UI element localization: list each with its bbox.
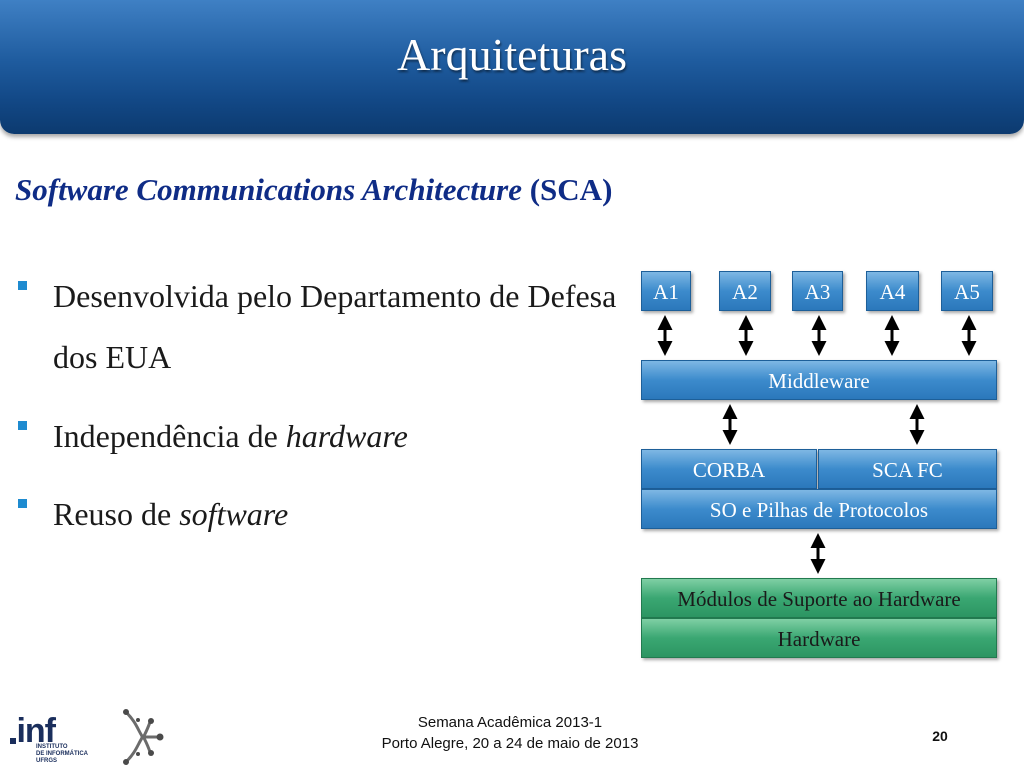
inf-logo: inf INSTITUTO DE INFORMÁTICA UFRGS xyxy=(8,712,88,766)
hardware-box: Hardware xyxy=(641,618,997,658)
inf-logo-subtext: INSTITUTO DE INFORMÁTICA UFRGS xyxy=(36,744,88,765)
bullet-item: Independência de hardware xyxy=(18,406,628,467)
inf-logo-line1: INSTITUTO xyxy=(36,744,68,750)
app-box-a1: A1 xyxy=(641,271,691,311)
bullet-item: Reuso de software xyxy=(18,484,628,545)
title-banner: Arquiteturas xyxy=(0,0,1024,134)
bullet-italic: hardware xyxy=(285,417,408,454)
bullet-text: Independência de xyxy=(53,417,286,454)
bullet-square-icon xyxy=(18,420,27,430)
middleware-box: Middleware xyxy=(641,360,997,400)
footer-event-info: Semana Acadêmica 2013-1 Porto Alegre, 20… xyxy=(330,712,690,754)
app-box-a2: A2 xyxy=(719,271,771,311)
inf-logo-text: inf xyxy=(8,712,56,750)
footer-line2: Porto Alegre, 20 a 24 de maio de 2013 xyxy=(381,735,639,752)
footer-line1: Semana Acadêmica 2013-1 xyxy=(417,714,603,731)
bullet-text: Desenvolvida pelo Departamento de Defesa… xyxy=(53,278,617,375)
sca-fc-box: SCA FC xyxy=(818,449,997,489)
app-box-a3: A3 xyxy=(792,271,843,311)
os-protocols-box: SO e Pilhas de Protocolos xyxy=(641,489,997,529)
bullet-square-icon xyxy=(18,499,27,509)
hardware-support-modules-box: Módulos de Suporte ao Hardware xyxy=(641,578,997,618)
inf-logo-dot xyxy=(10,738,16,744)
slide-subtitle: Software Communications Architecture (SC… xyxy=(15,172,612,208)
bullet-list: Desenvolvida pelo Departamento de Defesa… xyxy=(18,266,628,563)
app-box-a4: A4 xyxy=(866,271,919,311)
inf-logo-line2: DE INFORMÁTICA xyxy=(36,751,88,757)
page-number: 20 xyxy=(932,728,948,744)
bullet-italic: software xyxy=(179,496,289,533)
corba-box: CORBA xyxy=(641,449,817,489)
slide-title: Arquiteturas xyxy=(397,29,627,80)
event-logo-icon xyxy=(123,709,164,765)
inf-logo-line3: UFRGS xyxy=(36,758,57,764)
bullet-item: Desenvolvida pelo Departamento de Defesa… xyxy=(18,266,628,388)
app-box-a5: A5 xyxy=(941,271,993,311)
subtitle-italic: Software Communications Architecture xyxy=(15,172,522,207)
bullet-square-icon xyxy=(18,281,27,290)
bullet-text: Reuso de xyxy=(53,496,180,533)
subtitle-plain: (SCA) xyxy=(521,172,613,207)
